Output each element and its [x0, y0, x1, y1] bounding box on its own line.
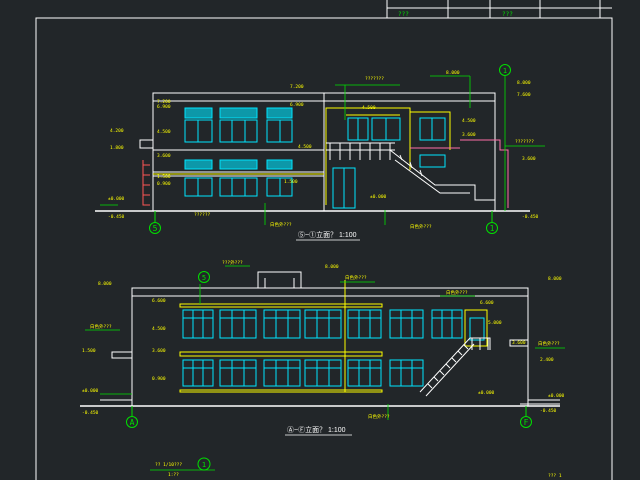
level-label: ±0.000	[478, 390, 495, 396]
note-label: ???外???	[222, 259, 243, 266]
detail-label: ??? 1	[548, 473, 562, 479]
rear-axis-right: 1	[486, 211, 498, 234]
detail-section: 1 ?? 1/10??? 1:?? ??? 1	[150, 457, 562, 479]
level-label: 1.500	[284, 179, 298, 185]
level-label: 6.600	[480, 300, 494, 306]
rear-leader-lines	[100, 75, 545, 225]
level-label: 0.900	[157, 181, 171, 187]
rear-levels-left: 7.200 6.900 4.500 4.200 3.600 1.800 1.50…	[108, 84, 312, 220]
level-label: 1.800	[110, 145, 124, 151]
level-label: 8.000	[98, 281, 112, 287]
level-label: -0.450	[82, 410, 99, 416]
front-leader-lines	[85, 265, 565, 420]
detail-axis-label: 1	[202, 461, 206, 469]
level-label: ±0.000	[108, 196, 125, 202]
note-label: 白色外???	[270, 221, 292, 228]
level-label: -0.450	[522, 214, 539, 220]
axis-label: A	[130, 418, 135, 427]
front-floor-bands	[179, 280, 488, 393]
level-label: 4.500	[152, 326, 166, 332]
level-label: 6.600	[152, 298, 166, 304]
title-block: ??? ???	[398, 11, 513, 18]
axis-label: F	[524, 418, 529, 427]
note-label: ???????	[365, 76, 384, 82]
note-label: 白色外???	[410, 223, 432, 230]
axis-label: 5	[153, 224, 158, 233]
level-label: 0.900	[152, 376, 166, 382]
level-label: 7.600	[517, 92, 531, 98]
front-levels-right: 8.000 6.600 5.000 3.600 2.400 -0.450 ±0.…	[478, 276, 565, 414]
level-label: 7.200	[157, 99, 171, 105]
front-axis-top: 5	[198, 271, 210, 283]
front-notes: ???外??? 白色外??? 白色外??? 白色外??? 白色外??? 白色外?…	[90, 259, 560, 420]
level-label: 4.500	[362, 105, 376, 111]
sheet-border	[35, 0, 613, 480]
level-label: 8.000	[517, 80, 531, 86]
level-label: 3.600	[152, 348, 166, 354]
rear-stair	[326, 142, 495, 201]
note-label: 白色外???	[368, 413, 390, 420]
note-label: 白色外???	[446, 289, 468, 296]
note-label: ??????	[194, 212, 211, 218]
level-label: 3.600	[522, 156, 536, 162]
rear-pink-lines	[410, 139, 509, 208]
level-label: ±0.000	[548, 393, 565, 399]
level-label: 3.600	[157, 153, 171, 159]
axis-label: 1	[503, 67, 507, 75]
note-label: ???????	[515, 139, 534, 145]
front-stair	[419, 337, 491, 397]
level-label: 3.600	[512, 340, 526, 346]
front-levels-left: 8.000 6.600 4.500 3.600 1.500 0.900 ±0.0…	[82, 264, 339, 416]
rear-yellow-frames	[153, 107, 451, 205]
level-label: 6.900	[290, 102, 304, 108]
level-label: 4.200	[110, 128, 124, 134]
level-label: -0.450	[540, 408, 557, 414]
level-label: 4.500	[157, 129, 171, 135]
front-axis-left: A	[126, 406, 138, 428]
detail-line-2: 1:??	[168, 472, 179, 478]
note-label: 白色外???	[345, 274, 367, 281]
level-label: 5.000	[488, 320, 502, 326]
level-label: 8.000	[548, 276, 562, 282]
axis-label: 1	[490, 224, 495, 233]
title-block-cell-2: ???	[502, 11, 513, 18]
level-label: 3.600	[462, 132, 476, 138]
front-elevation: A F 5 8.000 6.600 4.500 3.600 1.500 0.90…	[80, 259, 565, 436]
rear-elevation: 5 1 1 7.200 6.900 4.500 4.200 3.600 1.80…	[95, 64, 545, 241]
level-label: 8.000	[325, 264, 339, 270]
note-label: 白色外???	[538, 340, 560, 347]
front-elevation-title: Ⓐ~Ⓕ立面？ 1:100	[287, 425, 346, 434]
note-label: 白色外???	[90, 323, 112, 330]
front-windows	[182, 309, 485, 387]
left-stair	[142, 160, 150, 206]
rear-axis-left: 5	[149, 211, 161, 234]
level-label: 7.200	[290, 84, 304, 90]
level-label: 4.500	[298, 144, 312, 150]
title-block-cell-1: ???	[398, 11, 409, 18]
axis-label: 5	[202, 274, 206, 282]
front-axis-right: F	[520, 406, 532, 428]
detail-line-1: ?? 1/10???	[155, 462, 182, 468]
upper-windows	[184, 107, 446, 209]
level-label: ±0.000	[82, 388, 99, 394]
level-label: -0.450	[108, 214, 125, 220]
rear-notes: ??????? 白色外??? 白色外??? ??????? ??????	[194, 76, 534, 230]
level-label: 4.500	[462, 118, 476, 124]
level-label: 1.500	[157, 174, 171, 180]
level-label: 8.000	[446, 70, 460, 76]
level-label: 1.500	[82, 348, 96, 354]
level-label: 2.400	[540, 357, 554, 363]
rear-axis-top: 1	[499, 64, 511, 76]
level-label: ±0.000	[370, 194, 387, 200]
level-label: 6.900	[157, 104, 171, 110]
rear-levels-right: 8.000 8.000 7.600 4.500 3.600 3.600 -0.4…	[362, 70, 539, 220]
rear-elevation-title: ⑤~①立面？ 1:100	[298, 230, 357, 239]
